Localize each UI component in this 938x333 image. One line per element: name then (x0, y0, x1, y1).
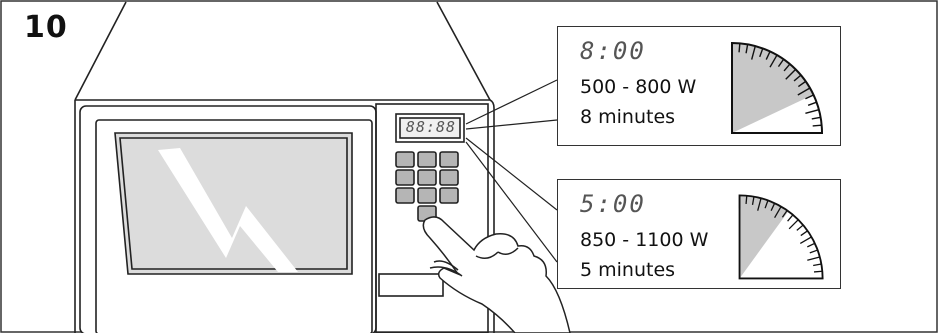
hand-creases (429, 247, 519, 277)
keypad-button[interactable] (395, 151, 415, 168)
dial-tick (812, 124, 822, 127)
dial-tick (765, 51, 771, 60)
dial-tick (793, 74, 802, 82)
power-range: 500 - 800 W (580, 76, 697, 98)
hand-shape (422, 216, 571, 333)
keypad-button[interactable] (439, 151, 459, 168)
callout-pointers (465, 79, 558, 263)
callout-8-minutes: 8:00 500 - 800 W 8 minutes (557, 26, 841, 146)
dial-tick (809, 249, 818, 254)
pointer-line (465, 79, 558, 125)
timer-display: 8:00 (580, 37, 646, 65)
dial-tick (807, 101, 817, 106)
thumb-line (433, 260, 459, 271)
dial-tick (750, 45, 756, 60)
step-number: 10 (24, 10, 68, 45)
cooking-time: 5 minutes (580, 259, 676, 281)
keypad-button[interactable] (417, 169, 437, 186)
power-range: 850 - 1100 W (580, 229, 709, 251)
keypad-button[interactable] (395, 187, 415, 204)
dial-tick (745, 195, 748, 205)
door-release-slot (378, 273, 444, 297)
window-glare (158, 148, 298, 272)
dial-tick (796, 224, 804, 231)
timer-display: 5:00 (580, 190, 646, 218)
dial-tick (807, 256, 820, 261)
dial-tick (813, 263, 822, 267)
pointer-line (465, 119, 558, 130)
keypad-button[interactable] (417, 187, 437, 204)
microwave (74, 1, 495, 333)
cooking-time: 8 minutes (580, 106, 676, 128)
dial-tick (769, 54, 778, 68)
microwave-display-text: 88:88 (405, 118, 457, 136)
dial-tick (745, 44, 749, 54)
dial-tick (805, 94, 814, 100)
pointer-line (465, 141, 558, 263)
dial-tick (783, 63, 791, 72)
dial-tick (738, 43, 741, 53)
keypad-button[interactable] (395, 169, 415, 186)
dial-tick (805, 109, 820, 115)
dial-tick (781, 210, 788, 218)
control-panel (375, 103, 489, 333)
pointer-line (465, 137, 558, 211)
timer-dial-icon (731, 41, 824, 134)
timer-dial-icon (738, 194, 824, 280)
microwave-body (74, 99, 495, 333)
dial-tick (813, 270, 823, 273)
keypad-button[interactable] (439, 187, 459, 204)
door-window-inner (119, 137, 348, 270)
microwave-display (399, 117, 461, 139)
dial-tick (770, 202, 776, 211)
keypad (395, 151, 459, 222)
dial-tick (797, 80, 807, 88)
dial-tick (774, 206, 782, 219)
door-frame (95, 119, 373, 333)
dial-tick (807, 242, 816, 248)
dial-tick (757, 198, 762, 211)
microwave-top-edge-right (436, 1, 491, 101)
dial-tick (751, 196, 755, 205)
dial-tick (785, 68, 797, 80)
dial-wedge (732, 43, 814, 133)
dial-tick (759, 48, 764, 58)
callout-5-minutes: 5:00 850 - 1100 W 5 minutes (557, 179, 841, 289)
dial-tick (788, 219, 799, 230)
dial-tick (797, 87, 811, 96)
dial-tick (811, 116, 821, 120)
dial-tick (787, 214, 794, 222)
microwave-top-edge-left (74, 1, 127, 101)
dial-tick (799, 236, 812, 244)
keypad-button[interactable] (439, 169, 459, 186)
hand (422, 216, 571, 333)
dial-tick (777, 58, 785, 68)
dial-tick (764, 200, 769, 209)
door-window (114, 132, 353, 275)
dial-tick (800, 230, 808, 237)
keypad-button[interactable] (417, 151, 437, 168)
